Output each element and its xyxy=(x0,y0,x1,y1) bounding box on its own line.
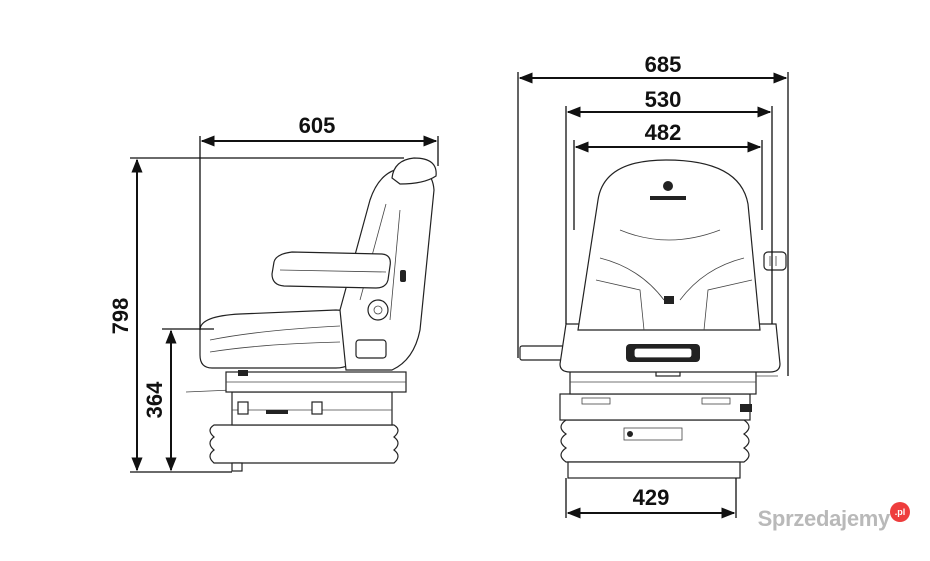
dimension-364: 364 xyxy=(142,328,214,472)
dimension-label-364: 364 xyxy=(142,381,167,418)
dimension-label-482: 482 xyxy=(645,120,682,145)
dimension-530: 530 xyxy=(565,87,773,324)
dimension-429: 429 xyxy=(565,478,737,519)
watermark-badge-icon: .pl xyxy=(890,502,910,522)
dimension-605: 605 xyxy=(199,113,439,330)
watermark-text: Sprzedajemy xyxy=(757,506,891,531)
dimension-482: 482 xyxy=(573,120,763,230)
dimension-label-530: 530 xyxy=(645,87,682,112)
seat-label-plate xyxy=(623,427,683,441)
dimension-685: 685 xyxy=(517,52,789,376)
side-view-seat-drawing xyxy=(185,157,437,472)
dimension-label-429: 429 xyxy=(633,485,670,510)
dimension-label-798: 798 xyxy=(108,298,133,335)
dimension-label-685: 685 xyxy=(645,52,682,77)
front-view-seat-drawing xyxy=(519,159,787,479)
dimension-label-605: 605 xyxy=(299,113,336,138)
sprzedajemy-watermark: Sprzedajemy .pl xyxy=(757,502,910,532)
dimension-798: 798 xyxy=(108,157,404,473)
